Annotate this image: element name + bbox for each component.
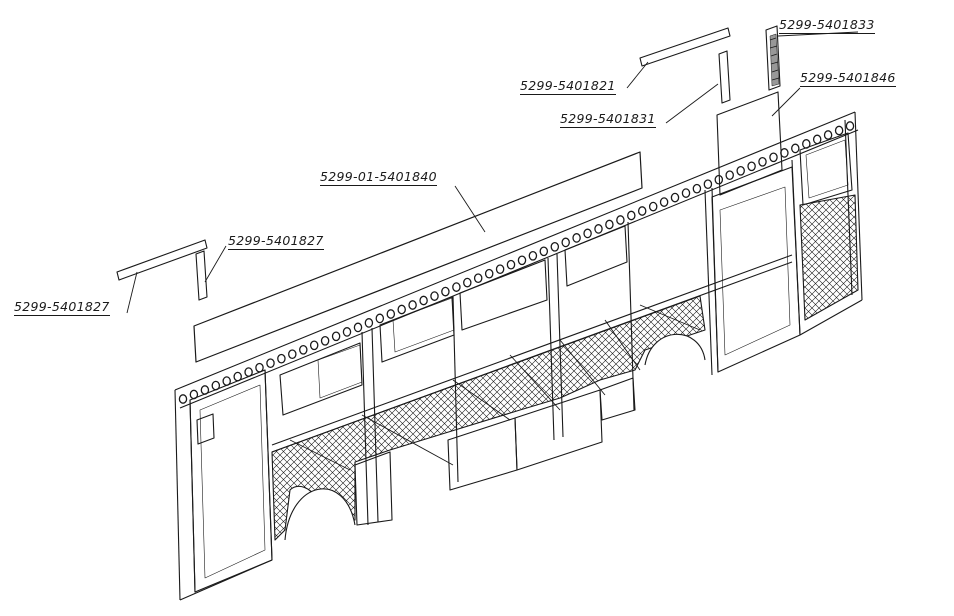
vent-hole	[550, 241, 560, 252]
vent-hole	[659, 197, 669, 207]
rear-door-panel	[711, 91, 801, 373]
leader-lines	[126, 31, 859, 314]
vent-hole	[572, 233, 581, 243]
front-door-panel	[189, 369, 273, 593]
vent-hole	[758, 156, 767, 167]
vent-hole	[561, 237, 570, 248]
vent-hole	[517, 255, 527, 266]
vent-hole	[637, 206, 647, 216]
vent-hole	[495, 264, 505, 275]
vent-hole	[703, 179, 713, 190]
vent-hole	[506, 259, 516, 270]
wheel-arches	[284, 333, 706, 541]
callout-5401827-upper: 5299-5401827	[228, 233, 324, 250]
vent-hole	[288, 349, 297, 360]
vent-hole	[780, 148, 789, 158]
vent-hole	[791, 143, 800, 154]
vent-hole	[648, 201, 658, 212]
vent-hole	[812, 134, 822, 145]
vent-hole	[386, 309, 396, 319]
vent-hole	[692, 183, 702, 194]
vent-hole	[299, 344, 308, 355]
vent-hole	[452, 282, 461, 292]
vent-hole	[178, 394, 188, 404]
callout-5401831: 5299-5401831	[560, 111, 656, 128]
vent-hole	[627, 210, 636, 221]
callout-5401821: 5299-5401821	[520, 78, 616, 95]
vent-hole	[353, 322, 363, 333]
diagonal-braces	[289, 304, 701, 471]
vent-hole	[342, 327, 352, 337]
vent-hole	[473, 273, 483, 284]
vent-hole	[539, 246, 549, 257]
vent-hole	[736, 165, 745, 176]
vent-hole	[419, 295, 428, 306]
callout-5401846: 5299-5401846	[800, 70, 896, 87]
callout-5401840: 5299-01-5401840	[320, 169, 437, 186]
vent-hole	[605, 219, 614, 230]
vent-hole	[375, 313, 385, 324]
vent-hole	[670, 192, 680, 203]
vent-hole	[484, 268, 494, 279]
vent-hole	[320, 335, 330, 346]
vent-hole	[725, 170, 734, 181]
vent-hole	[747, 161, 756, 172]
vent-hole	[441, 286, 450, 297]
vent-hole	[528, 250, 538, 261]
vent-hole	[331, 331, 341, 342]
vent-hole	[583, 228, 592, 239]
vent-hole	[408, 300, 417, 310]
vent-hole	[823, 130, 833, 140]
callout-5401833: 5299-5401833	[779, 17, 875, 34]
vent-hole	[309, 340, 319, 351]
vent-hole	[266, 358, 275, 369]
vent-hole	[430, 291, 439, 301]
vent-hole	[834, 125, 844, 136]
vent-holes-row	[178, 121, 855, 404]
vent-hole	[364, 318, 374, 328]
vent-hole	[616, 215, 625, 225]
vent-hole	[769, 152, 778, 163]
window-openings	[279, 132, 853, 416]
vent-hole	[594, 224, 603, 234]
upper-side-panel	[193, 151, 643, 363]
vent-hole	[681, 188, 691, 198]
exploded-strips	[116, 25, 781, 301]
lower-bays	[354, 377, 636, 526]
vent-hole	[463, 277, 472, 288]
vent-hole	[277, 353, 286, 364]
vent-hole	[397, 304, 406, 315]
callout-5401827-lower: 5299-5401827	[14, 299, 110, 316]
vent-hole	[845, 121, 855, 131]
